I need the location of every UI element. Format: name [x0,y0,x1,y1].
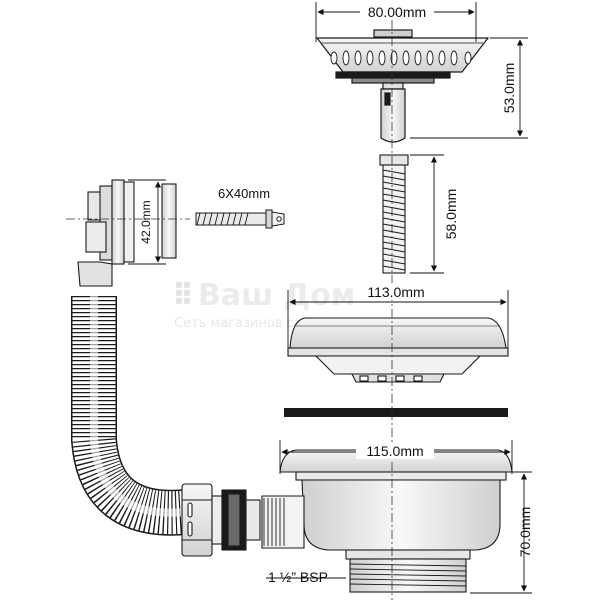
dim-strainer-width: 80.00mm [368,4,426,20]
dim-screw: 6X40mm [218,186,270,201]
dim-flange-width: 113.0mm [367,284,424,300]
strainer-basket [315,29,490,143]
sink-flange [287,317,509,383]
flexible-hose [71,296,189,536]
dim-strainer-height: 53.0mm [501,63,517,114]
rubber-gasket [284,408,508,417]
center-lines [66,20,393,600]
dim-pin-length: 58.0mm [443,189,459,240]
dim-thread: 1 ½” BSP [268,569,328,585]
label-bg [360,3,434,20]
waste-body [261,449,513,593]
label-bg [356,442,434,459]
watermark-brand: Ваш Дом [198,278,355,313]
overflow-connector [77,179,177,287]
dim-body-width: 115.0mm [366,443,423,459]
label-bg [357,283,435,300]
brand-logo-icon [176,282,190,304]
dim-body-height: 70.0mm [517,507,533,558]
compression-nut [181,483,261,557]
overflow-pin [379,154,409,274]
screw [195,209,285,229]
dim-connector-height: 42.0mm [139,200,153,243]
